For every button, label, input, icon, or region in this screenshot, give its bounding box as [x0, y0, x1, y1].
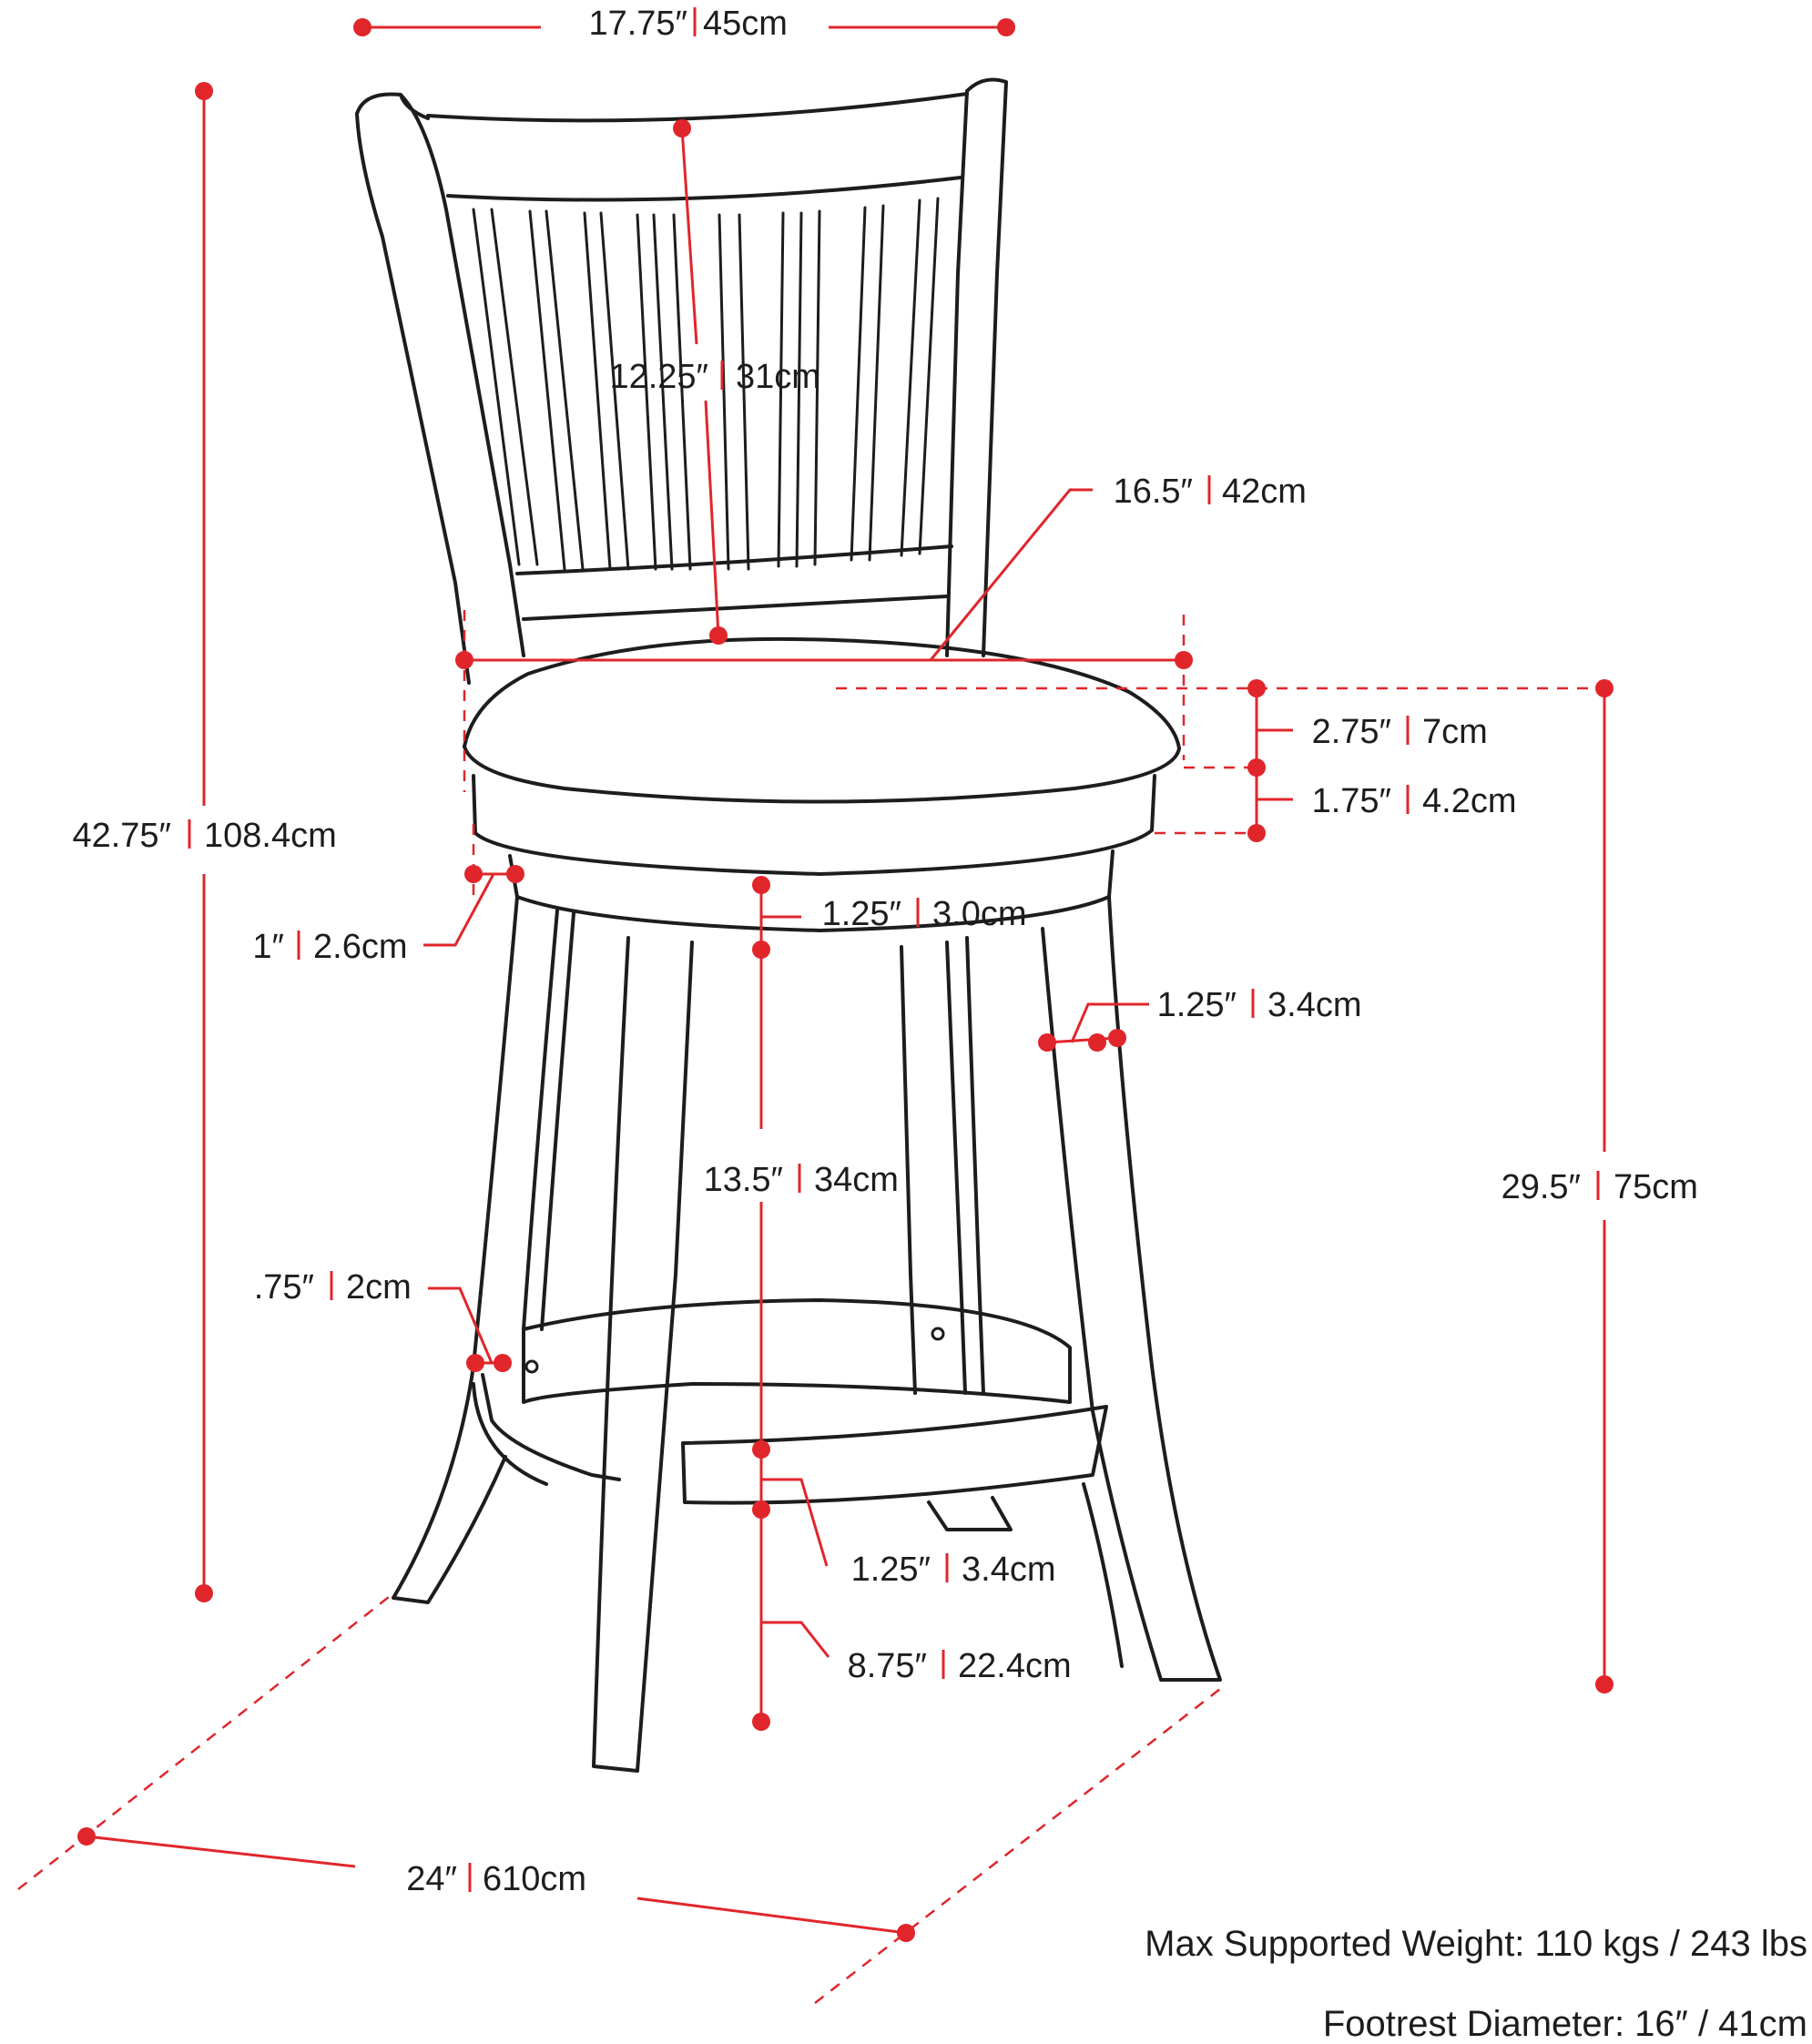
svg-text:2cm: 2cm	[346, 1268, 412, 1307]
svg-text:108.4cm: 108.4cm	[204, 817, 337, 855]
svg-text:1.25″: 1.25″	[851, 1551, 931, 1589]
product-notes: Max Supported Weight: 110 kgs / 243 lbs …	[1145, 1924, 1807, 2044]
svg-text:610cm: 610cm	[483, 1860, 586, 1898]
svg-text:31cm: 31cm	[736, 358, 820, 396]
svg-text:42cm: 42cm	[1222, 473, 1307, 511]
svg-text:1″: 1″	[252, 928, 284, 966]
swivel-ring-label: 1.25″ 3.0cm	[822, 895, 1027, 933]
svg-text:4.2cm: 4.2cm	[1422, 782, 1516, 820]
dimension-lines	[17, 18, 1613, 2004]
seat-height-label: 29.5″ 75cm	[1502, 1168, 1698, 1206]
svg-text:12.25″: 12.25″	[609, 358, 708, 396]
seat-overhang-label: 1″ 2.6cm	[252, 928, 407, 966]
backrest	[355, 77, 1008, 685]
footrest-ring-label: 1.25″ 3.4cm	[851, 1551, 1056, 1589]
svg-text:3.4cm: 3.4cm	[1267, 986, 1361, 1024]
svg-text:16.5″: 16.5″	[1114, 473, 1193, 511]
footrest-thickness-label: .75″ 2cm	[254, 1268, 412, 1307]
svg-text:3.4cm: 3.4cm	[962, 1551, 1055, 1589]
seat	[463, 636, 1181, 932]
svg-text:1.25″: 1.25″	[1157, 986, 1237, 1024]
cushion-thickness-label: 2.75″ 7cm	[1312, 713, 1488, 751]
stool-drawing	[355, 77, 1222, 1773]
max-weight-note: Max Supported Weight: 110 kgs / 243 lbs	[1145, 1924, 1807, 1964]
seat-to-footrest-label: 13.5″ 34cm	[704, 1161, 899, 1199]
base-width-label: 24″ 610cm	[406, 1860, 586, 1898]
seat-base-thickness-label: 1.75″ 4.2cm	[1312, 782, 1517, 820]
svg-text:.75″: .75″	[254, 1268, 314, 1307]
seat-diameter-label: 16.5″ 42cm	[1114, 473, 1307, 511]
footrest	[472, 1298, 1108, 1531]
svg-text:2.6cm: 2.6cm	[313, 928, 407, 966]
overall-height-label: 42.75″ 108.4cm	[72, 817, 336, 855]
legs	[392, 895, 1222, 1773]
footrest-from-floor-label: 8.75″ 22.4cm	[848, 1647, 1072, 1685]
svg-text:7cm: 7cm	[1422, 713, 1488, 751]
svg-text:13.5″: 13.5″	[704, 1161, 783, 1199]
svg-text:1.75″: 1.75″	[1312, 782, 1391, 820]
svg-text:34cm: 34cm	[814, 1161, 899, 1199]
leg-width-label: 1.25″ 3.4cm	[1157, 986, 1362, 1024]
svg-text:8.75″: 8.75″	[848, 1647, 927, 1685]
footrest-diameter-note: Footrest Diameter: 16″ / 41cm	[1323, 2004, 1807, 2044]
svg-text:45cm: 45cm	[703, 5, 788, 43]
dimension-labels: 17.75″ 45cm 12.25″ 31cm 16.5″ 42cm 42.75…	[72, 5, 1697, 1898]
svg-text:1.25″: 1.25″	[822, 895, 901, 933]
svg-text:24″: 24″	[406, 1860, 457, 1898]
svg-text:75cm: 75cm	[1613, 1168, 1698, 1206]
svg-text:42.75″: 42.75″	[72, 817, 171, 855]
svg-text:17.75″: 17.75″	[588, 5, 687, 43]
backrest-height-label: 12.25″ 31cm	[609, 358, 819, 396]
svg-text:29.5″: 29.5″	[1502, 1168, 1581, 1206]
svg-text:3.0cm: 3.0cm	[932, 895, 1026, 933]
svg-text:2.75″: 2.75″	[1312, 713, 1391, 751]
top-width-label: 17.75″ 45cm	[588, 5, 787, 43]
svg-text:22.4cm: 22.4cm	[958, 1647, 1072, 1685]
